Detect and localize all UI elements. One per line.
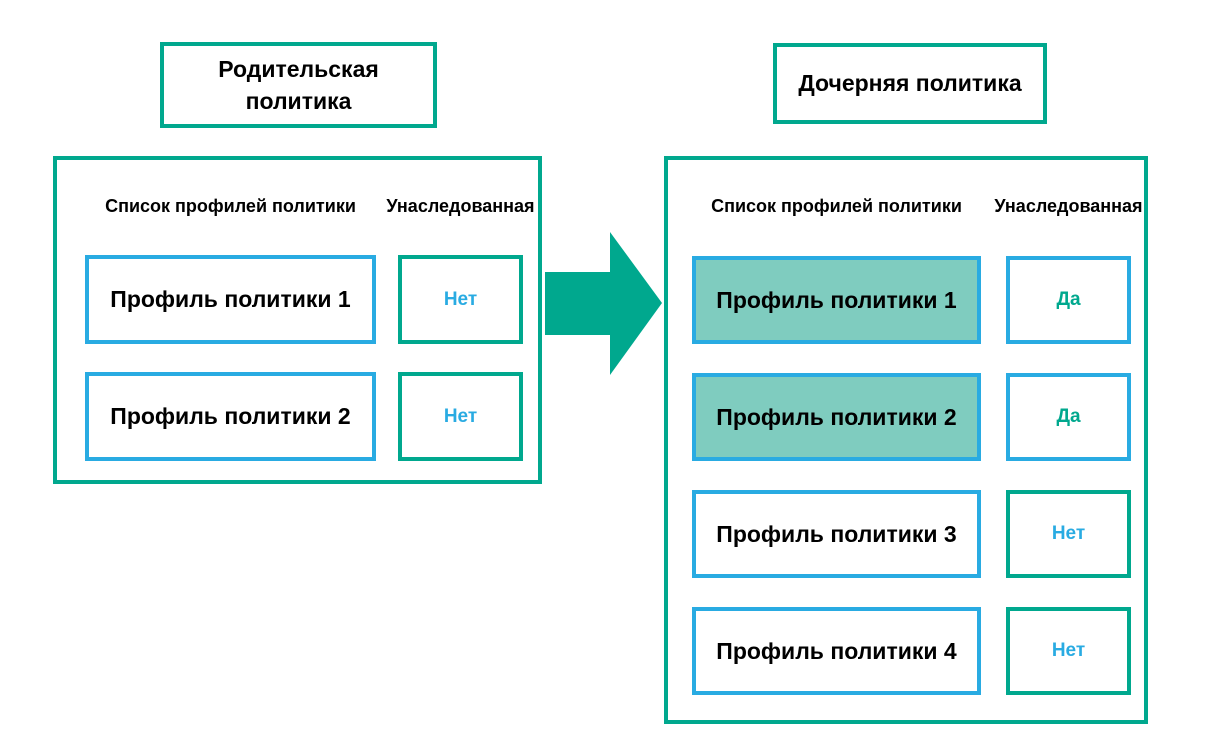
profiles-column-header: Список профилей политики bbox=[711, 196, 962, 216]
profile-box: Профиль политики 1 bbox=[692, 256, 981, 344]
inherited-status-box: Нет bbox=[398, 372, 523, 461]
inherited-column-header: Унаследованная bbox=[994, 196, 1143, 216]
profile-box-label: Профиль политики 1 bbox=[110, 286, 351, 312]
profile-box-label: Профиль политики 3 bbox=[716, 520, 957, 547]
child-policy-panel: Список профилей политики Унаследованная … bbox=[664, 156, 1148, 724]
inherited-status-label: Нет bbox=[1051, 523, 1086, 544]
profile-box-label: Профиль политики 1 bbox=[716, 286, 957, 313]
profile-box: Профиль политики 2 bbox=[85, 372, 376, 461]
inherited-status-box: Да bbox=[1006, 256, 1131, 344]
inherited-status-label: Нет bbox=[1051, 640, 1086, 661]
arrow-head bbox=[610, 232, 662, 375]
inherited-status-label: Да bbox=[1056, 289, 1081, 310]
inherited-status-label: Нет bbox=[443, 405, 478, 427]
profile-box-label: Профиль политики 4 bbox=[716, 637, 957, 664]
inherited-status-box: Да bbox=[1006, 373, 1131, 461]
inherited-status-box: Нет bbox=[1006, 490, 1131, 578]
profile-box-label: Профиль политики 2 bbox=[716, 403, 957, 430]
profiles-column-header: Список профилей политики bbox=[105, 196, 356, 216]
inherited-status-label: Нет bbox=[443, 288, 478, 310]
child-policy-title-box: Дочерняя политика bbox=[773, 43, 1047, 124]
parent-policy-title: Родительская политика bbox=[218, 55, 379, 114]
profile-box: Профиль политики 4 bbox=[692, 607, 981, 695]
profile-box: Профиль политики 3 bbox=[692, 490, 981, 578]
profile-box: Профиль политики 2 bbox=[692, 373, 981, 461]
inherited-status-box: Нет bbox=[398, 255, 523, 344]
inherited-status-label: Да bbox=[1056, 406, 1081, 427]
inherited-status-box: Нет bbox=[1006, 607, 1131, 695]
parent-policy-title-box: Родительская политика bbox=[160, 42, 437, 128]
parent-policy-panel: Список профилей политики Унаследованная … bbox=[53, 156, 542, 484]
profile-box-label: Профиль политики 2 bbox=[110, 403, 351, 429]
child-policy-title: Дочерняя политика bbox=[798, 70, 1022, 97]
profile-box: Профиль политики 1 bbox=[85, 255, 376, 344]
inherited-column-header: Унаследованная bbox=[386, 196, 535, 216]
arrow-shaft bbox=[545, 272, 611, 335]
